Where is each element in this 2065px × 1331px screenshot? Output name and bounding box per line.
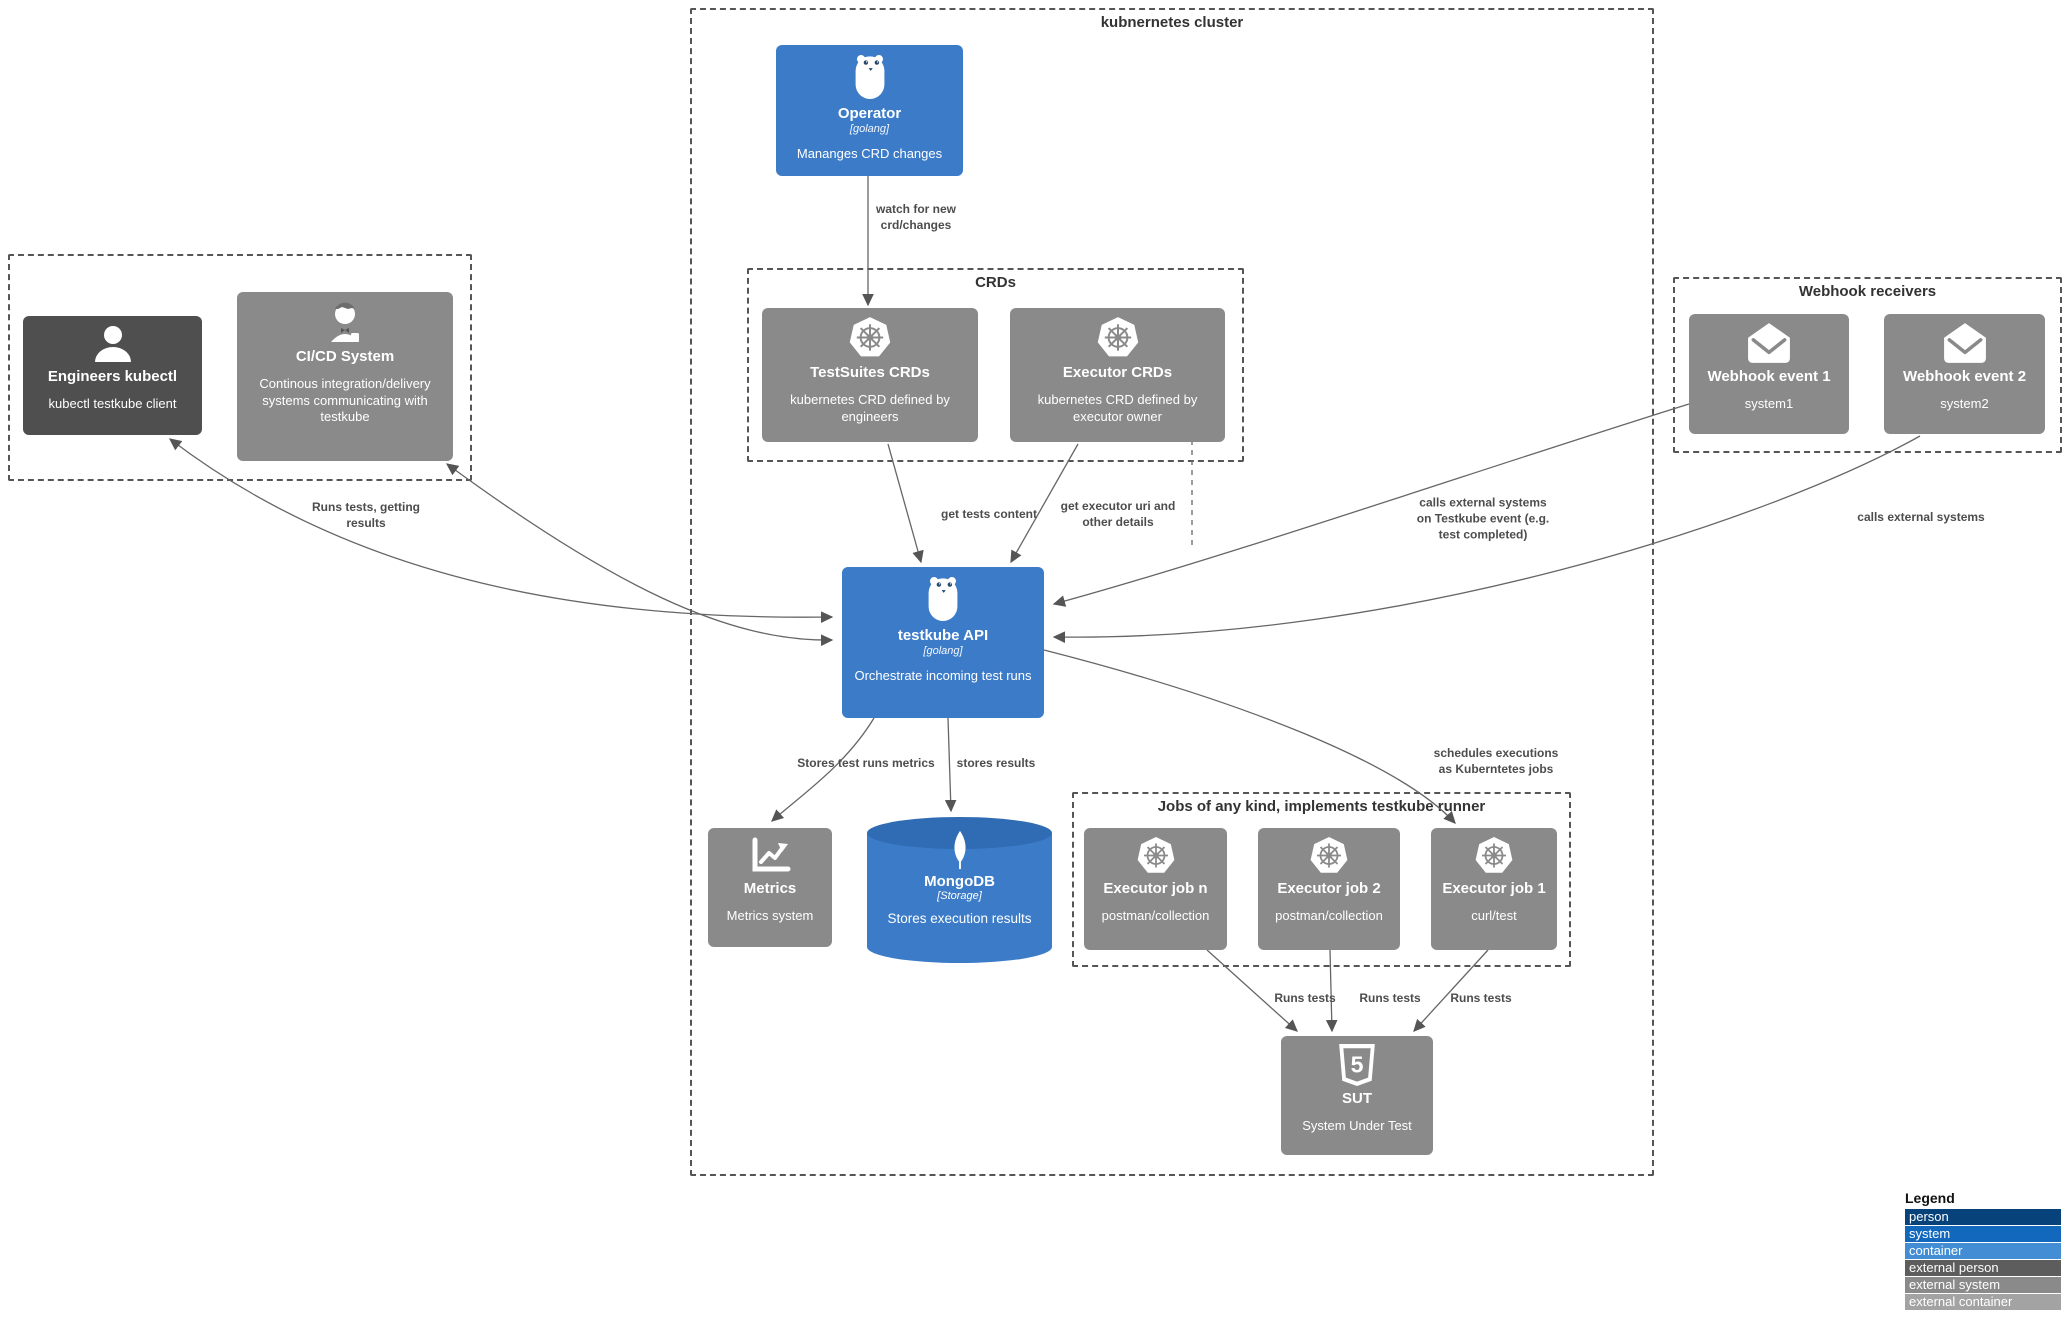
node-desc: kubectl testkube client (48, 396, 177, 412)
node-executor-job-1: Executor job 1 curl/test (1431, 828, 1557, 950)
kubernetes-wheel-icon (1309, 836, 1349, 876)
node-title: MongoDB (924, 873, 995, 890)
node-testsuites-crds: TestSuites CRDs kubernetes CRD defined b… (762, 308, 978, 442)
node-sut: 5 SUT System Under Test (1281, 1036, 1433, 1155)
node-desc: system1 (1744, 396, 1794, 412)
node-tech: [golang] (923, 645, 963, 658)
node-title: Metrics (743, 880, 797, 897)
node-tech: [golang] (849, 123, 890, 136)
edge-label-runs-tests-3: Runs tests (1450, 990, 1512, 1005)
node-title: CI/CD System (295, 348, 395, 365)
node-title: Executor job 1 (1442, 880, 1546, 897)
edge-label-runs-tests-1: Runs tests (1274, 990, 1336, 1005)
edge-label-watch: watch for new crd/changes (875, 201, 957, 232)
edge-label-stores-metrics: Stores test runs metrics (797, 755, 935, 770)
node-title: Operator (837, 105, 902, 122)
edge-label-runs-tests-results: Runs tests, getting results (311, 499, 421, 530)
svg-text:5: 5 (1351, 1051, 1364, 1077)
boundary-kubernetes-cluster-label: kubnernetes cluster (1100, 14, 1244, 31)
node-executor-job-n: Executor job n postman/collection (1084, 828, 1227, 950)
node-desc: System Under Test (1302, 1118, 1412, 1134)
node-engineers-kubectl: Engineers kubectl kubectl testkube clien… (23, 316, 202, 435)
edge-label-runs-tests-2: Runs tests (1359, 990, 1421, 1005)
boundary-crds: CRDs (747, 268, 1244, 462)
node-cicd-system: CI/CD System Continous integration/deliv… (237, 292, 453, 461)
golang-gopher-icon (849, 53, 891, 101)
edge-label-calls-on-event: calls external systems on Testkube event… (1416, 495, 1550, 543)
node-title: TestSuites CRDs (810, 364, 930, 381)
node-testkube-api: testkube API [golang] Orchestrate incomi… (842, 567, 1044, 718)
node-desc: Metrics system (726, 908, 814, 924)
node-executor-crds: Executor CRDs kubernetes CRD defined by … (1010, 308, 1225, 442)
envelope-icon (1942, 322, 1988, 364)
node-title: Webhook event 2 (1902, 368, 2027, 385)
envelope-icon (1746, 322, 1792, 364)
node-desc: Stores execution results (887, 911, 1032, 926)
node-metrics: Metrics Metrics system (708, 828, 832, 947)
node-mongodb: MongoDB [Storage] Stores execution resul… (867, 817, 1052, 963)
node-desc: Orchestrate incoming test runs (854, 668, 1032, 684)
kubernetes-wheel-icon (1096, 316, 1140, 360)
person-icon (91, 324, 135, 364)
node-operator: Operator [golang] Mananges CRD changes (776, 45, 963, 176)
edge-label-get-tests: get tests content (940, 506, 1038, 521)
node-webhook-event-2: Webhook event 2 system2 (1884, 314, 2045, 434)
jenkins-butler-icon (325, 300, 365, 344)
mongodb-leaf-icon (947, 829, 973, 871)
node-webhook-event-1: Webhook event 1 system1 (1689, 314, 1849, 434)
node-title: Executor job n (1103, 880, 1208, 897)
node-title: Executor job 2 (1277, 880, 1381, 897)
node-desc: postman/collection (1275, 908, 1383, 924)
node-title: testkube API (897, 627, 989, 644)
node-title: Webhook event 1 (1707, 368, 1831, 385)
legend-row-person: person (1905, 1209, 2061, 1225)
edge-label-stores-results: stores results (956, 755, 1036, 770)
edge-label-schedules: schedules executions as Kuberntetes jobs (1433, 745, 1559, 776)
node-title: SUT (1342, 1090, 1372, 1107)
node-desc: curl/test (1471, 908, 1517, 924)
legend-row-container: container (1905, 1243, 2061, 1259)
kubernetes-wheel-icon (1474, 836, 1514, 876)
node-desc: Mananges CRD changes (796, 146, 943, 162)
legend-title: Legend (1905, 1190, 1955, 1206)
legend-row-external-person: external person (1905, 1260, 2061, 1276)
legend: Legend person system container external … (1905, 1190, 2061, 1311)
kubernetes-wheel-icon (848, 316, 892, 360)
node-desc: kubernetes CRD defined by engineers (790, 392, 950, 424)
boundary-webhook-receivers-label: Webhook receivers (1798, 283, 1937, 300)
edge-label-calls-external: calls external systems (1857, 509, 1985, 524)
kubernetes-wheel-icon (1136, 836, 1176, 876)
edge-label-get-executor: get executor uri and other details (1060, 498, 1176, 529)
boundary-crds-label: CRDs (975, 274, 1016, 291)
legend-row-system: system (1905, 1226, 2061, 1242)
boundary-jobs-label: Jobs of any kind, implements testkube ru… (1157, 798, 1486, 815)
node-desc: system2 (1940, 396, 1989, 412)
node-desc: Continous integration/delivery systems c… (259, 376, 431, 424)
legend-row-external-container: external container (1905, 1294, 2061, 1310)
line-chart-icon (748, 836, 792, 876)
node-title: Executor CRDs (1062, 364, 1173, 381)
legend-row-external-system: external system (1905, 1277, 2061, 1293)
golang-gopher-icon (922, 575, 964, 623)
node-tech: [Storage] (937, 890, 982, 902)
node-desc: kubernetes CRD defined by executor owner (1037, 392, 1198, 424)
node-desc: postman/collection (1101, 908, 1210, 924)
html5-shield-icon: 5 (1338, 1044, 1376, 1086)
node-executor-job-2: Executor job 2 postman/collection (1258, 828, 1400, 950)
node-title: Engineers kubectl (47, 368, 178, 385)
